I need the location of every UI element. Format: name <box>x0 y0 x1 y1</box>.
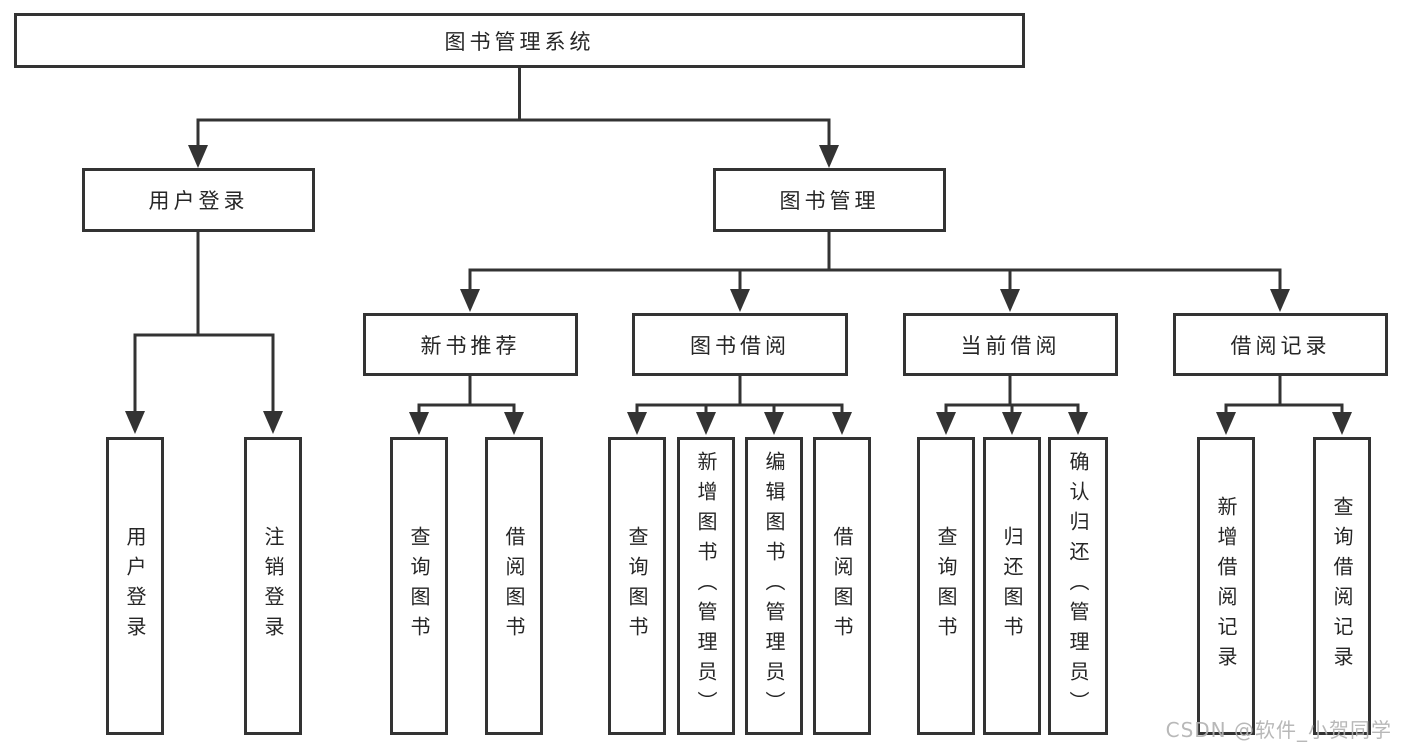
node-label: 借阅图书 <box>830 526 854 646</box>
node-library-management-system: 图书管理系统 <box>14 13 1025 68</box>
arrow-down-icon <box>504 412 524 435</box>
node-book-management: 图书管理 <box>713 168 946 232</box>
node-label: 确认归还（管理员） <box>1066 451 1090 721</box>
arrow-down-icon <box>764 412 784 435</box>
node-label: 查询图书 <box>625 526 649 646</box>
node-label: 编辑图书（管理员） <box>762 451 786 721</box>
arrow-down-icon <box>1270 289 1290 312</box>
node-label: 注销登录 <box>261 526 285 646</box>
arrow-down-icon <box>627 412 647 435</box>
node-leaf-search-books: 查询图书 <box>390 437 448 735</box>
arrow-down-icon <box>1068 412 1088 435</box>
node-leaf-logout: 注销登录 <box>244 437 302 735</box>
arrow-down-icon <box>1002 412 1022 435</box>
node-leaf-edit-books-admin: 编辑图书（管理员） <box>745 437 803 735</box>
node-label: 新增借阅记录 <box>1214 496 1238 676</box>
node-label: 用户登录 <box>123 526 147 646</box>
arrow-down-icon <box>125 411 145 434</box>
node-label: 借阅图书 <box>502 526 526 646</box>
node-leaf-borrow-books: 借阅图书 <box>813 437 871 735</box>
node-label: 查询借阅记录 <box>1330 496 1354 676</box>
node-label: 新增图书（管理员） <box>694 451 718 721</box>
node-label: 归还图书 <box>1000 526 1024 646</box>
arrow-down-icon <box>696 412 716 435</box>
arrow-down-icon <box>1216 412 1236 435</box>
node-leaf-search-borrow-record: 查询借阅记录 <box>1313 437 1371 735</box>
node-label: 查询图书 <box>934 526 958 646</box>
node-leaf-borrow-books: 借阅图书 <box>485 437 543 735</box>
node-leaf-search-books: 查询图书 <box>917 437 975 735</box>
node-leaf-search-books: 查询图书 <box>608 437 666 735</box>
watermark: CSDN @软件_小贺同学 <box>1165 718 1392 742</box>
arrow-down-icon <box>819 145 839 168</box>
node-label: 查询图书 <box>407 526 431 646</box>
arrow-down-icon <box>188 145 208 168</box>
node-book-borrowing: 图书借阅 <box>632 313 848 376</box>
node-leaf-user-login: 用户登录 <box>106 437 164 735</box>
node-leaf-return-books: 归还图书 <box>983 437 1041 735</box>
arrow-down-icon <box>263 411 283 434</box>
arrowhead-icons <box>125 145 1352 435</box>
node-current-borrowing: 当前借阅 <box>903 313 1118 376</box>
arrow-down-icon <box>832 412 852 435</box>
node-user-login: 用户登录 <box>82 168 315 232</box>
arrow-down-icon <box>730 289 750 312</box>
node-new-book-recommend: 新书推荐 <box>363 313 578 376</box>
node-leaf-confirm-return-admin: 确认归还（管理员） <box>1048 437 1108 735</box>
node-leaf-add-borrow-record: 新增借阅记录 <box>1197 437 1255 735</box>
node-leaf-add-books-admin: 新增图书（管理员） <box>677 437 735 735</box>
arrow-down-icon <box>460 289 480 312</box>
arrow-down-icon <box>1332 412 1352 435</box>
arrow-down-icon <box>1000 289 1020 312</box>
arrow-down-icon <box>409 412 429 435</box>
connector-lines <box>133 68 1344 416</box>
arrow-down-icon <box>936 412 956 435</box>
node-borrowing-records: 借阅记录 <box>1173 313 1388 376</box>
